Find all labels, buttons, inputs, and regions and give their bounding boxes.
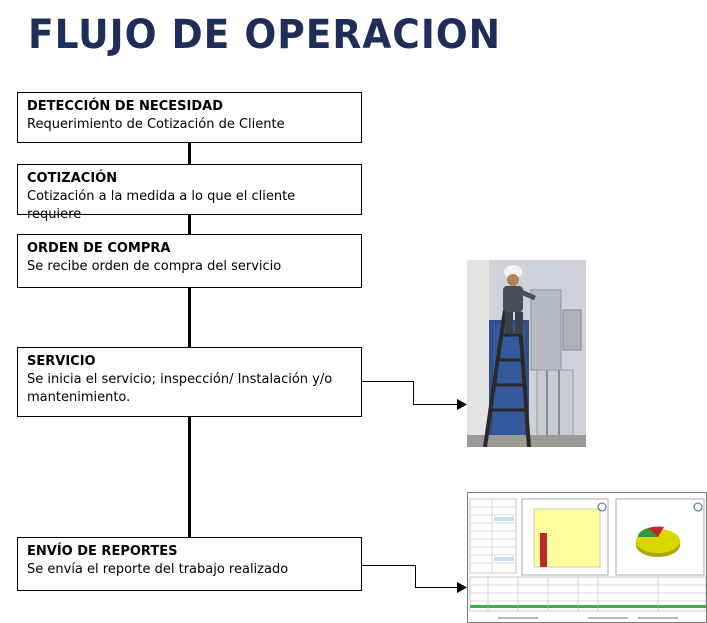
arrow-line — [415, 565, 416, 588]
arrowhead-icon — [457, 582, 467, 593]
step-description: Cotización a la medida a lo que el clien… — [27, 189, 296, 222]
arrow-line — [362, 565, 415, 566]
arrow-line — [413, 404, 460, 405]
step-heading: ORDEN DE COMPRA — [27, 241, 171, 256]
service-photo — [467, 260, 586, 447]
connector-line — [188, 143, 191, 164]
step-envio-de-reportes: ENVÍO DE REPORTES Se envía el reporte de… — [17, 537, 362, 591]
step-heading: DETECCIÓN DE NECESIDAD — [27, 99, 224, 114]
step-description: Se inicia el servicio; inspección/ Insta… — [27, 372, 333, 405]
step-description: Se recibe orden de compra del servicio — [27, 259, 282, 274]
step-deteccion-de-necesidad: DETECCIÓN DE NECESIDAD Requerimiento de … — [17, 92, 362, 143]
step-servicio: SERVICIO Se inicia el servicio; inspecci… — [17, 347, 362, 417]
step-heading: ENVÍO DE REPORTES — [27, 544, 178, 559]
step-description: Se envía el reporte del trabajo realizad… — [27, 562, 289, 577]
arrow-line — [415, 587, 460, 588]
connector-line — [188, 417, 191, 537]
step-heading: COTIZACIÓN — [27, 171, 118, 186]
step-orden-de-compra: ORDEN DE COMPRA Se recibe orden de compr… — [17, 234, 362, 288]
report-thumbnail — [467, 492, 707, 623]
arrow-line — [413, 381, 414, 405]
connector-line — [188, 215, 191, 234]
step-description: Requerimiento de Cotización de Cliente — [27, 117, 285, 132]
arrowhead-icon — [457, 399, 467, 410]
page-title: FLUJO DE OPERACION — [28, 12, 502, 58]
connector-line — [188, 288, 191, 347]
arrow-line — [362, 381, 413, 382]
step-heading: SERVICIO — [27, 354, 96, 369]
step-cotizacion: COTIZACIÓN Cotización a la medida a lo q… — [17, 164, 362, 222]
